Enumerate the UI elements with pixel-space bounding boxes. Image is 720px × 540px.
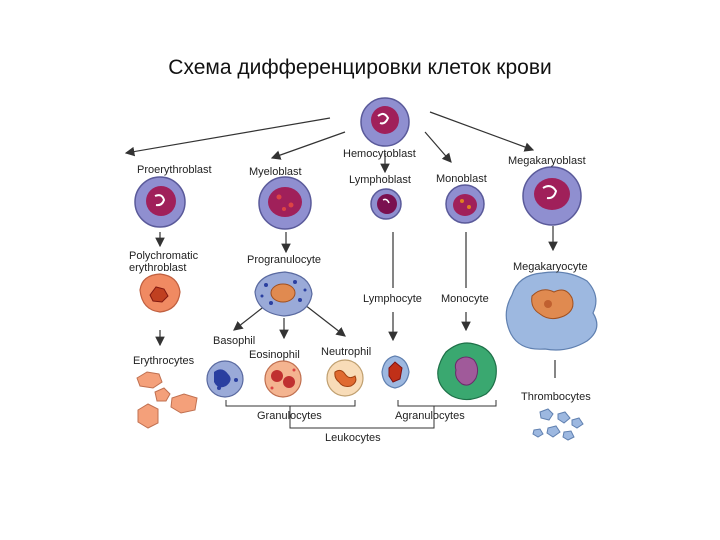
hemocytoblast-arrows (124, 111, 535, 174)
leukocytes-bracket (289, 406, 435, 429)
erythrocytes-cells (136, 371, 198, 429)
progranulocyte-label: Progranulocyte (247, 254, 321, 266)
thrombocytes-cells (532, 408, 584, 441)
diagram-title: Схема дифференцировки клеток крови (168, 56, 552, 79)
granulocytes-label: Granulocytes (257, 410, 322, 422)
arrow-to-megakaryoblast (429, 111, 535, 152)
monoblast-cell (445, 184, 485, 224)
megakaryoblast-cell (522, 166, 582, 226)
monoblast-label: Monoblast (436, 173, 487, 185)
hemocytoblast-label: Hemocytoblast (343, 148, 416, 160)
monocyte-label: Monocyte (441, 293, 489, 305)
megakaryocyte-label: Megakaryocyte (513, 261, 588, 273)
lymphocyte-cell (381, 355, 410, 389)
lymphoblast-label: Lymphoblast (349, 174, 411, 186)
agranulocytes-label: Agranulocytes (395, 410, 465, 422)
leukocytes-label: Leukocytes (325, 432, 381, 444)
thrombocytes-label: Thrombocytes (521, 391, 591, 403)
eosinophil-cell (264, 360, 302, 398)
progranulocyte-cell (254, 271, 313, 317)
arrow-to-monoblast (424, 131, 452, 163)
myeloblast-label: Myeloblast (249, 166, 302, 178)
megakaryocyte-cell (505, 271, 598, 351)
lymphocyte-label: Lymphocyte (363, 293, 422, 305)
lineage-arrows (155, 226, 558, 378)
polychromatic-erythroblast-cell (139, 273, 181, 313)
lymphoblast-cell (370, 188, 402, 220)
neutrophil-label: Neutrophil (321, 346, 372, 358)
erythrocytes-label: Erythrocytes (133, 355, 195, 367)
proerythroblast-cell (134, 176, 186, 228)
hemocytoblast-cell (360, 97, 410, 147)
proerythroblast-label: Proerythroblast (137, 164, 212, 176)
polychromatic-erythroblast-label: Polychromatic erythroblast (129, 250, 199, 274)
monocyte-cell (437, 342, 497, 401)
basophil-cell (206, 360, 244, 398)
arrow-to-basophil (233, 304, 267, 331)
neutrophil-cell (326, 359, 364, 397)
grouping-brackets (225, 400, 497, 429)
granulocytes-bracket (225, 400, 356, 407)
basophil-label: Basophil (213, 335, 256, 347)
megakaryoblast-label: Megakaryoblast (508, 155, 586, 167)
eosinophil-label: Eosinophil (249, 349, 300, 361)
arrow-to-proerythroblast (124, 117, 331, 157)
arrow-to-neutrophil (304, 304, 346, 337)
arrow-to-myeloblast (270, 131, 346, 160)
myeloblast-cell (258, 176, 312, 230)
agranulocytes-bracket (397, 400, 497, 407)
